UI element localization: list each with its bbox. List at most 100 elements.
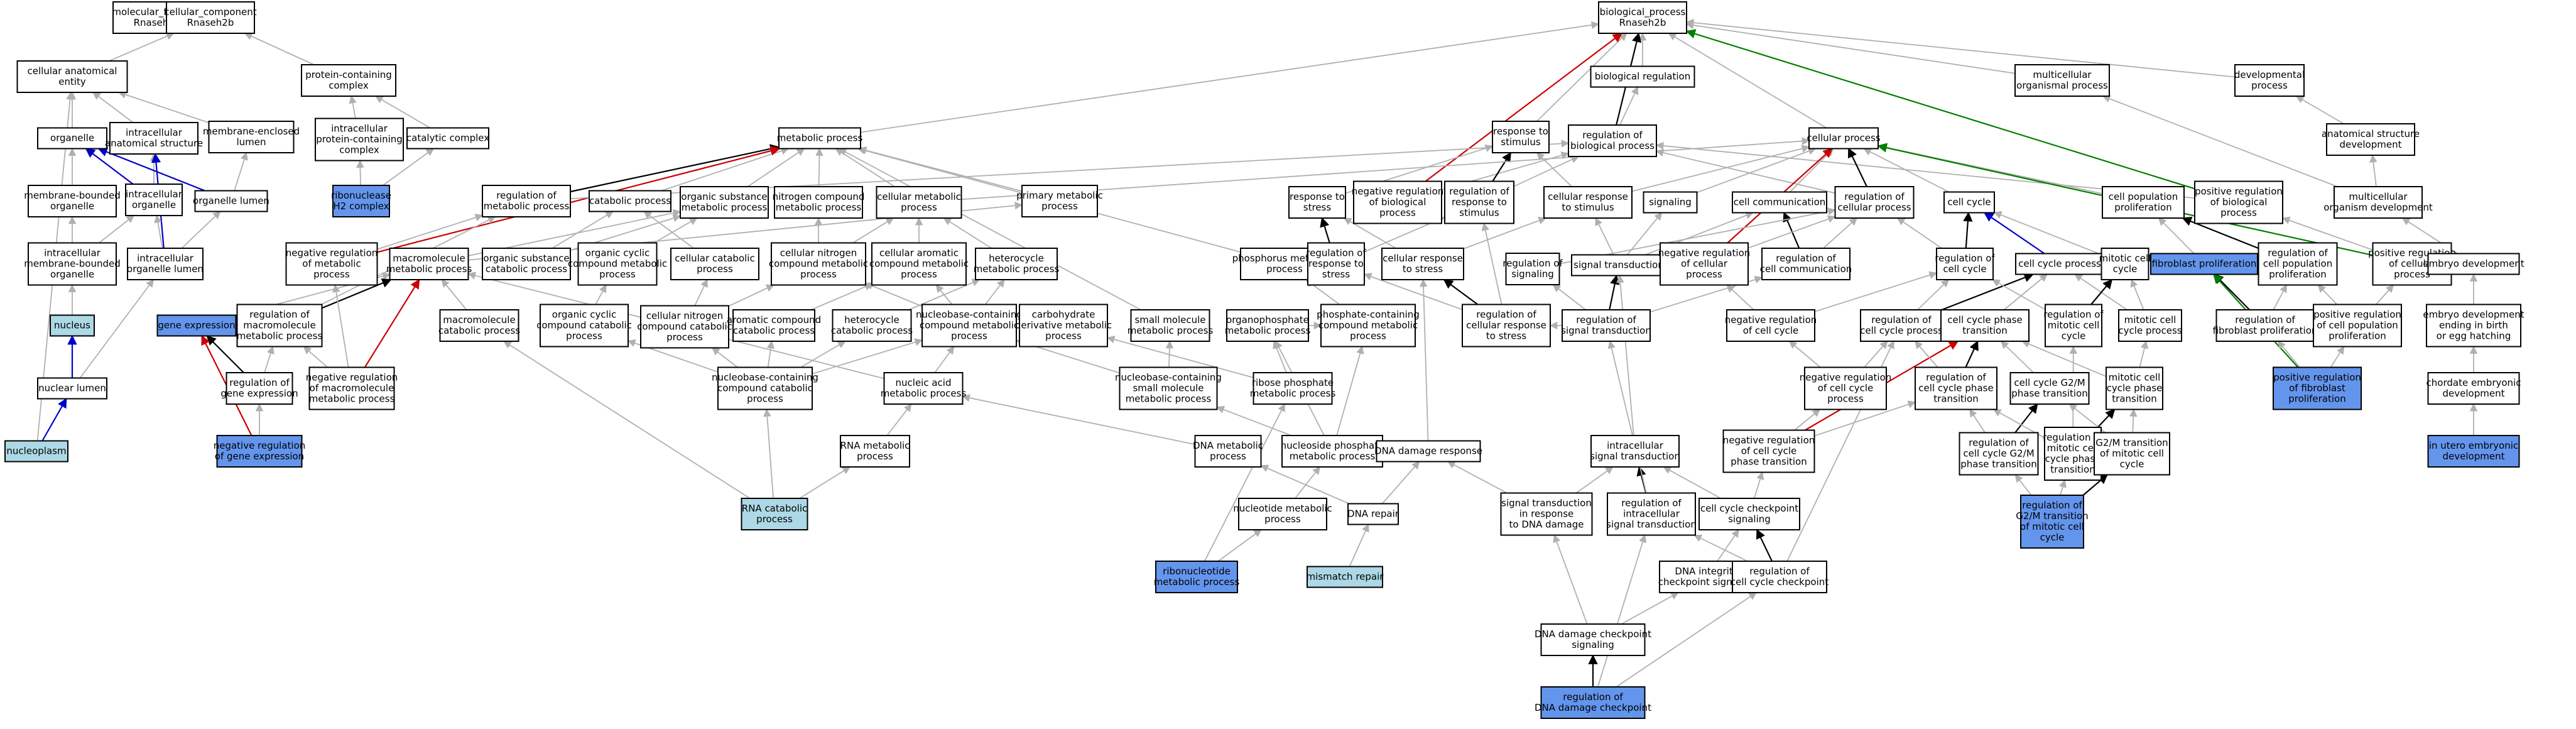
go-term-node[interactable]: DNA damage response [1374, 440, 1482, 463]
go-term-node[interactable]: signaling [1643, 191, 1698, 214]
go-term-node[interactable]: organelle lumen [193, 190, 269, 212]
go-term-node[interactable]: nuclear lumen [37, 377, 107, 400]
go-term-node[interactable]: embryo development [2423, 253, 2524, 275]
go-term-node[interactable]: metabolic process [777, 127, 863, 150]
go-term-node[interactable]: cell communication [1732, 191, 1827, 214]
go-term-node[interactable]: DNA repair [1347, 503, 1399, 525]
go-term-node[interactable]: catabolic process [589, 190, 671, 212]
go-term-node[interactable]: nucleoplasm [4, 440, 68, 463]
go-term-node[interactable]: mismatch repair [1307, 566, 1384, 588]
go-term-node[interactable]: catalytic complex [406, 127, 489, 150]
go-term-node[interactable]: cell cycle [1943, 191, 1995, 214]
go-term-node[interactable]: cellular process [1807, 127, 1881, 150]
go-term-node[interactable]: fibroblast proliferation [2150, 253, 2258, 275]
go-term-node[interactable]: nucleus [50, 314, 95, 337]
go-term-node[interactable]: cell cycle process [2015, 253, 2104, 275]
